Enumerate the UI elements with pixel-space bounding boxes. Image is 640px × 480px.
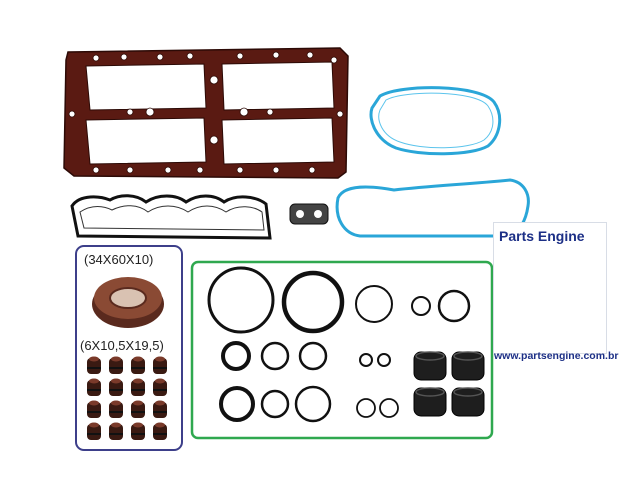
valve-stem-seal <box>109 378 123 396</box>
valve-stem-seal <box>87 356 101 374</box>
brand-logo-box <box>493 222 607 354</box>
valve-stem-seal <box>153 378 167 396</box>
brand-name: Parts Engine <box>499 228 585 244</box>
brand-url: www.partsengine.com.br <box>494 350 619 362</box>
oil-seal <box>92 277 164 328</box>
valve-stem-seal <box>153 400 167 418</box>
valve-stem-seal <box>87 422 101 440</box>
rubber-seals <box>413 351 485 417</box>
intake-manifold-gasket <box>70 194 272 240</box>
valve-stem-seal <box>109 422 123 440</box>
valve-stem-seal <box>109 400 123 418</box>
small-plate-gasket <box>289 203 329 225</box>
valve-stem-seal <box>153 422 167 440</box>
blue-gasket-long <box>335 178 530 238</box>
valve-stem-seal-size-label: (6X10,5X19,5) <box>80 338 164 353</box>
valve-stem-seal <box>153 356 167 374</box>
blue-gasket-oval <box>369 86 502 156</box>
oil-seal-size-label: (34X60X10) <box>84 252 154 267</box>
valve-stem-seal <box>109 356 123 374</box>
head-gasket <box>63 47 349 179</box>
valve-stem-seal <box>131 400 145 418</box>
seal-frame <box>75 245 183 451</box>
valve-stem-seal <box>131 356 145 374</box>
o-rings <box>207 266 471 423</box>
valve-stem-seal <box>131 422 145 440</box>
valve-stem-seal <box>131 378 145 396</box>
valve-stem-seals <box>87 356 167 440</box>
valve-stem-seal <box>87 400 101 418</box>
oring-frame <box>190 260 494 440</box>
valve-stem-seal <box>87 378 101 396</box>
